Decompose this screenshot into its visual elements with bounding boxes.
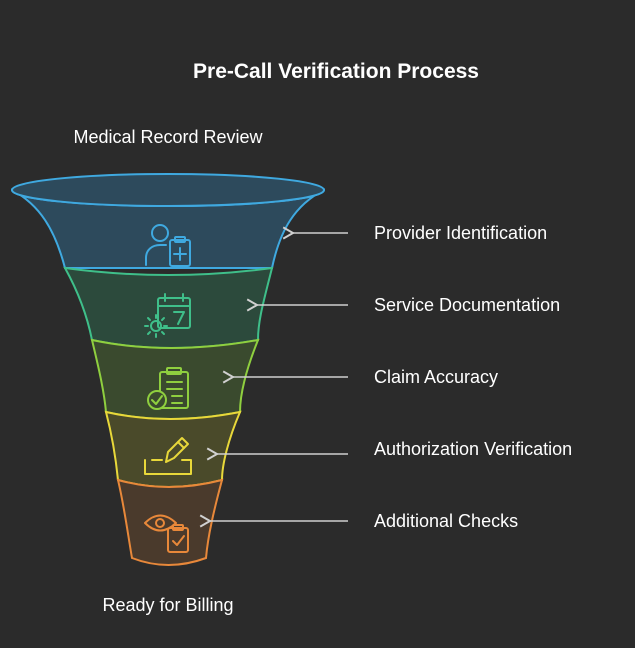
funnel-stage-2 [63,266,274,349]
funnel-stage-1 [10,173,326,269]
user-clipboard-icon [145,224,191,267]
diagram-title: Pre-Call Verification Process [193,60,479,83]
eye-clipboard-icon [144,514,189,553]
stage-label-2: Service Documentation [374,295,560,315]
funnel-stage-4 [104,410,242,488]
stage-arrows [199,226,348,528]
stage-label-5: Additional Checks [374,511,518,531]
stage-label-1: Provider Identification [374,223,547,243]
bottom-label: Ready for Billing [102,595,233,615]
top-label: Medical Record Review [73,127,263,147]
funnel-stage-5 [116,478,224,566]
funnel-top-rim [11,173,325,207]
clipboard-check-icon [147,367,189,410]
pencil-signature-icon [144,437,192,475]
stage-label-3: Claim Accuracy [374,367,498,387]
stage-label-4: Authorization Verification [374,439,572,459]
calendar-gear-icon [144,293,191,338]
